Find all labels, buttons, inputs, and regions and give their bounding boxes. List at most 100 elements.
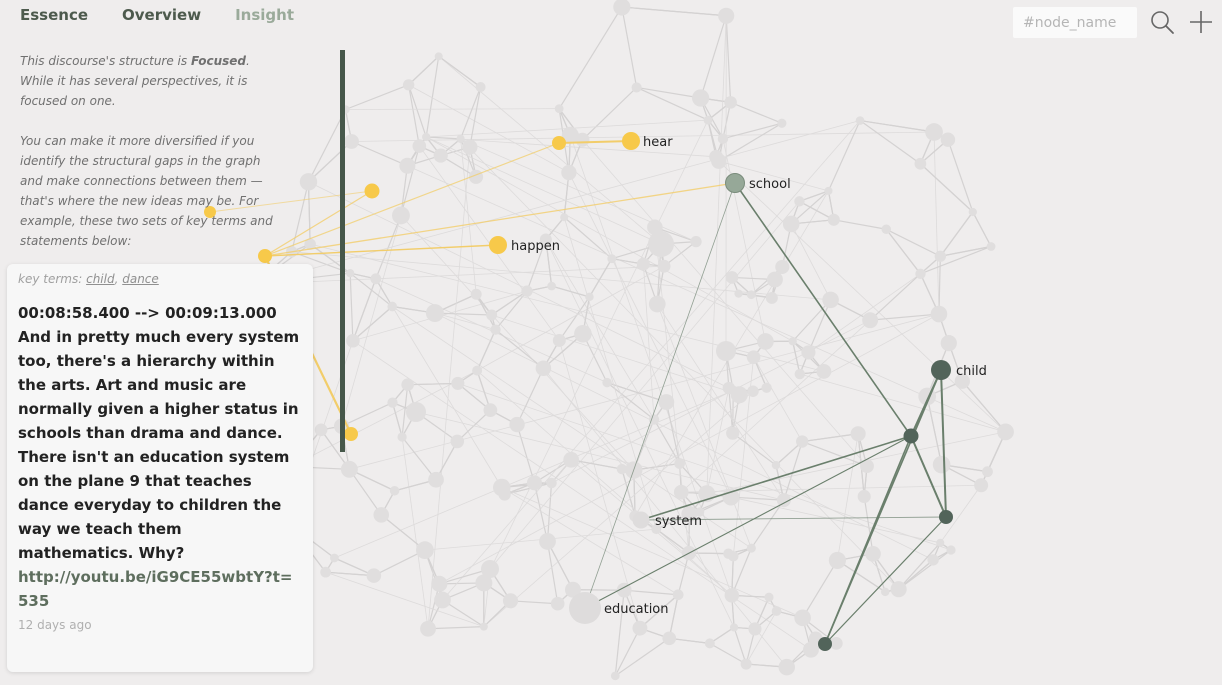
search-icon[interactable] bbox=[1149, 9, 1175, 35]
background-node[interactable] bbox=[777, 118, 787, 128]
background-node[interactable] bbox=[547, 281, 556, 291]
background-node[interactable] bbox=[775, 259, 790, 274]
background-node[interactable] bbox=[936, 538, 945, 547]
background-node[interactable] bbox=[575, 132, 590, 147]
background-node[interactable] bbox=[479, 622, 488, 631]
tab-overview[interactable]: Overview bbox=[122, 6, 202, 24]
background-node[interactable] bbox=[304, 238, 316, 250]
background-node[interactable] bbox=[746, 350, 761, 364]
background-node[interactable] bbox=[450, 434, 465, 449]
tab-essence[interactable]: Essence bbox=[20, 6, 89, 24]
background-node[interactable] bbox=[502, 593, 519, 609]
background-node[interactable] bbox=[509, 416, 525, 433]
background-node[interactable] bbox=[462, 139, 478, 155]
background-node[interactable] bbox=[546, 477, 557, 489]
background-node[interactable] bbox=[554, 104, 564, 114]
background-node[interactable] bbox=[416, 541, 434, 560]
background-node[interactable] bbox=[726, 426, 740, 440]
background-node[interactable] bbox=[771, 606, 782, 616]
tab-insight[interactable]: Insight bbox=[235, 6, 295, 24]
background-node[interactable] bbox=[940, 334, 957, 352]
background-node[interactable] bbox=[722, 381, 736, 395]
background-node[interactable] bbox=[563, 451, 580, 468]
background-node[interactable] bbox=[561, 164, 577, 181]
background-node[interactable] bbox=[694, 507, 705, 517]
background-node[interactable] bbox=[997, 423, 1014, 441]
background-node[interactable] bbox=[865, 546, 881, 562]
background-node[interactable] bbox=[824, 186, 833, 195]
background-node[interactable] bbox=[370, 273, 382, 285]
background-node[interactable] bbox=[681, 505, 698, 522]
node-yellow-small[interactable] bbox=[344, 427, 358, 441]
background-node[interactable] bbox=[747, 385, 759, 397]
background-node[interactable] bbox=[636, 257, 650, 271]
background-node[interactable] bbox=[428, 471, 444, 488]
background-node[interactable] bbox=[724, 588, 740, 603]
statement-source-link[interactable]: http://youtu.be/iG9CE55wbtY?t=535 bbox=[18, 568, 293, 610]
node-green-small[interactable] bbox=[818, 637, 832, 651]
plus-icon[interactable] bbox=[1188, 9, 1214, 35]
background-node[interactable] bbox=[766, 271, 783, 288]
background-node[interactable] bbox=[422, 132, 431, 142]
background-node[interactable] bbox=[716, 341, 736, 361]
background-node[interactable] bbox=[648, 414, 660, 425]
background-node[interactable] bbox=[794, 368, 805, 380]
background-node[interactable] bbox=[433, 148, 448, 163]
background-node[interactable] bbox=[925, 123, 943, 141]
background-node[interactable] bbox=[389, 486, 400, 496]
background-node[interactable] bbox=[340, 460, 358, 478]
node-yellow-small[interactable] bbox=[258, 249, 272, 263]
background-node[interactable] bbox=[757, 333, 774, 350]
background-node[interactable] bbox=[829, 636, 843, 650]
background-node[interactable] bbox=[483, 403, 498, 418]
background-node[interactable] bbox=[412, 139, 427, 153]
background-node[interactable] bbox=[434, 52, 443, 61]
background-node[interactable] bbox=[934, 250, 947, 262]
background-node[interactable] bbox=[651, 524, 662, 535]
background-node[interactable] bbox=[746, 543, 756, 553]
background-node[interactable] bbox=[880, 587, 890, 597]
background-node[interactable] bbox=[729, 623, 739, 632]
background-node[interactable] bbox=[631, 82, 642, 93]
background-node[interactable] bbox=[475, 82, 486, 93]
background-node[interactable] bbox=[776, 493, 791, 508]
background-node[interactable] bbox=[521, 285, 533, 297]
background-node[interactable] bbox=[602, 377, 612, 388]
background-node[interactable] bbox=[748, 622, 762, 636]
background-node[interactable] bbox=[552, 333, 566, 347]
node-child[interactable] bbox=[931, 360, 951, 380]
background-node[interactable] bbox=[387, 397, 398, 408]
background-node[interactable] bbox=[564, 581, 581, 598]
node-hear[interactable] bbox=[622, 132, 640, 150]
background-node[interactable] bbox=[560, 213, 569, 222]
background-node[interactable] bbox=[420, 620, 436, 637]
background-node[interactable] bbox=[788, 337, 797, 346]
background-node[interactable] bbox=[330, 553, 339, 563]
background-node[interactable] bbox=[657, 259, 671, 273]
background-node[interactable] bbox=[392, 206, 410, 225]
background-node[interactable] bbox=[940, 132, 956, 147]
background-node[interactable] bbox=[647, 219, 663, 236]
background-node[interactable] bbox=[662, 631, 677, 646]
background-node[interactable] bbox=[796, 435, 809, 448]
background-node[interactable] bbox=[616, 582, 632, 598]
background-node[interactable] bbox=[475, 574, 493, 592]
background-node[interactable] bbox=[550, 596, 565, 611]
background-node[interactable] bbox=[803, 641, 819, 658]
background-node[interactable] bbox=[346, 269, 355, 278]
background-node[interactable] bbox=[722, 488, 740, 506]
background-node[interactable] bbox=[724, 96, 737, 109]
background-node[interactable] bbox=[704, 638, 715, 649]
background-node[interactable] bbox=[490, 324, 501, 335]
background-node[interactable] bbox=[968, 207, 977, 217]
background-node[interactable] bbox=[574, 324, 592, 343]
background-node[interactable] bbox=[451, 376, 465, 390]
background-node[interactable] bbox=[723, 548, 734, 559]
background-node[interactable] bbox=[746, 290, 756, 300]
background-node[interactable] bbox=[946, 545, 956, 555]
background-node[interactable] bbox=[816, 364, 832, 379]
background-node[interactable] bbox=[771, 460, 781, 470]
background-node[interactable] bbox=[344, 134, 359, 149]
background-node[interactable] bbox=[954, 373, 970, 389]
background-node[interactable] bbox=[470, 288, 482, 300]
